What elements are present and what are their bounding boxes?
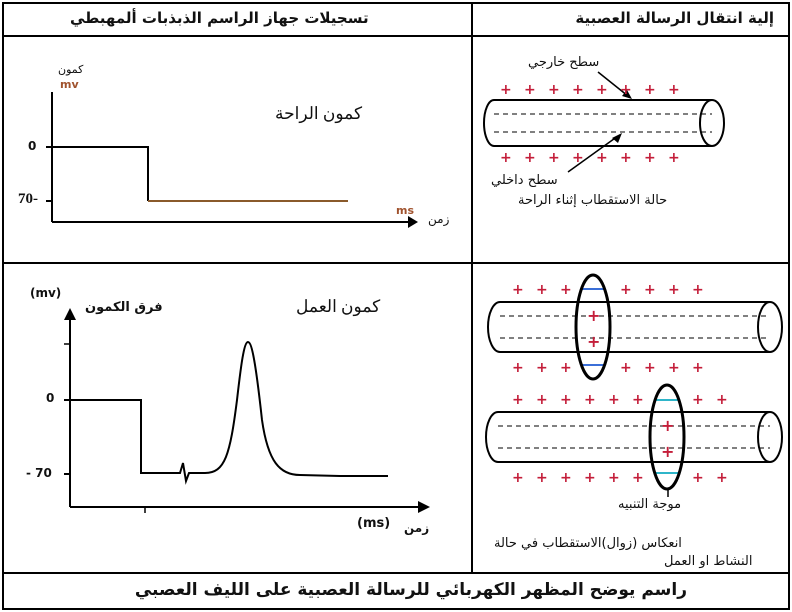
wave-label: موجة التنبيه <box>618 497 681 512</box>
svg-text:+: + <box>644 282 656 298</box>
svg-text:+: + <box>620 282 632 298</box>
svg-text:+: + <box>608 470 620 486</box>
svg-text:+: + <box>644 360 656 376</box>
figure-caption: راسم يوضح المظهر الكهربائي للرسالة العصب… <box>135 580 687 600</box>
svg-text:+: + <box>620 360 632 376</box>
svg-text:+: + <box>587 332 600 351</box>
svg-text:+: + <box>536 360 548 376</box>
svg-text:+: + <box>716 392 728 408</box>
svg-text:+: + <box>584 470 596 486</box>
fiber-end <box>758 412 782 462</box>
action-state-label-2: النشاط او العمل <box>664 554 752 569</box>
svg-text:+: + <box>608 392 620 408</box>
svg-text:+: + <box>692 360 704 376</box>
svg-text:+: + <box>512 470 524 486</box>
svg-text:+: + <box>512 392 524 408</box>
svg-text:+: + <box>512 282 524 298</box>
fiber-cylinder <box>486 412 770 462</box>
svg-text:+: + <box>661 442 674 461</box>
svg-text:+: + <box>692 392 704 408</box>
svg-text:+: + <box>692 470 704 486</box>
plus-charge-icon: +++ ++++ +++ ++++ ++ ++++ ++++ ++++ ++++… <box>512 282 728 486</box>
svg-text:+: + <box>560 282 572 298</box>
svg-text:+: + <box>584 392 596 408</box>
svg-text:+: + <box>692 282 704 298</box>
svg-text:+: + <box>560 470 572 486</box>
action-state-label-1: انعكاس (زوال)الاستقطاب في حالة <box>494 536 682 551</box>
excitation-wave-1 <box>576 275 610 379</box>
svg-text:+: + <box>668 282 680 298</box>
fiber-cylinder <box>488 302 770 352</box>
svg-text:+: + <box>587 306 600 325</box>
svg-text:+: + <box>560 360 572 376</box>
svg-text:+: + <box>536 392 548 408</box>
svg-text:+: + <box>632 392 644 408</box>
svg-text:+: + <box>632 470 644 486</box>
svg-text:+: + <box>668 360 680 376</box>
svg-text:+: + <box>536 282 548 298</box>
svg-text:+: + <box>716 470 728 486</box>
svg-text:+: + <box>560 392 572 408</box>
svg-text:+: + <box>536 470 548 486</box>
svg-text:+: + <box>661 416 674 435</box>
svg-text:+: + <box>512 360 524 376</box>
fiber-end <box>758 302 782 352</box>
